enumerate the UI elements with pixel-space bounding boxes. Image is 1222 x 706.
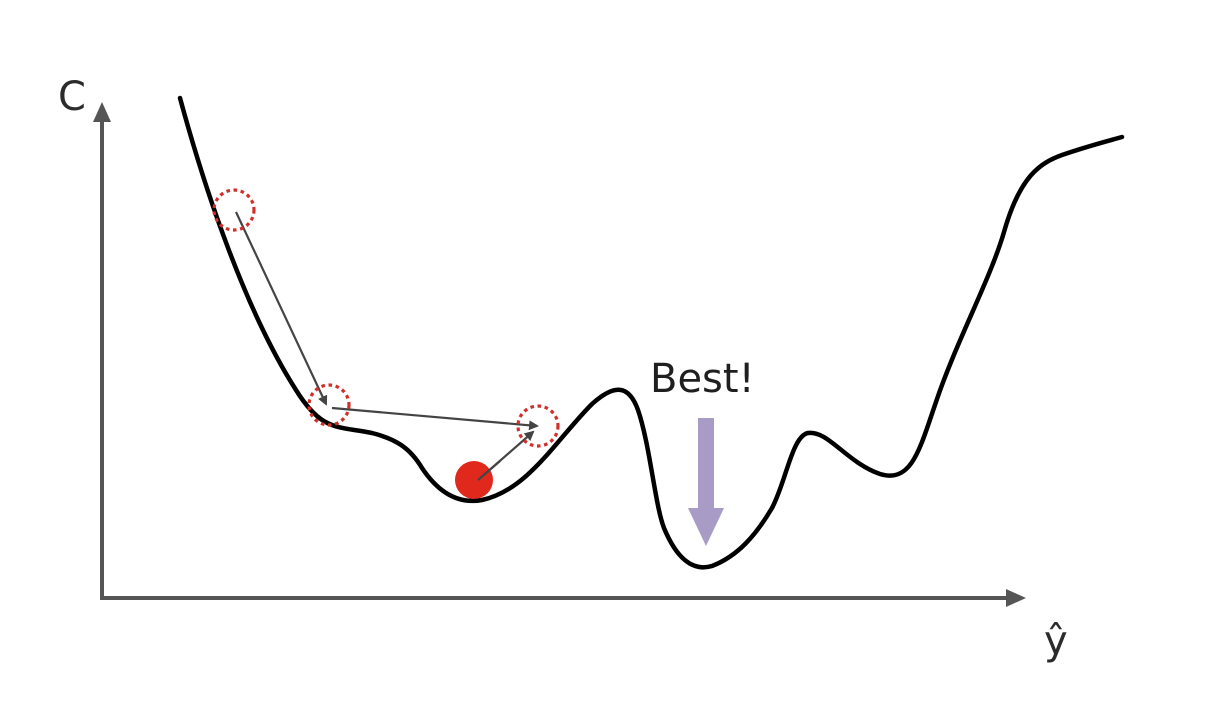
position-markers [212, 188, 560, 448]
axes [93, 102, 1026, 607]
best-label: Best! [650, 356, 755, 402]
y-axis-arrowhead [93, 102, 111, 122]
cost-curve [177, 95, 1125, 570]
best-arrow-icon [688, 418, 724, 546]
step-arrow-3-overlay [477, 460, 501, 481]
current-position-ball [455, 461, 493, 499]
step-arrow-2 [331, 406, 539, 431]
x-axis-arrowhead [1006, 589, 1026, 607]
marker-ring-1 [212, 188, 256, 232]
marker-ring-3 [516, 404, 560, 448]
x-axis-label: ŷ [1044, 618, 1068, 664]
step-arrow-1 [235, 211, 328, 406]
marker-ring-2 [307, 383, 351, 427]
y-axis-label: C [58, 74, 86, 120]
